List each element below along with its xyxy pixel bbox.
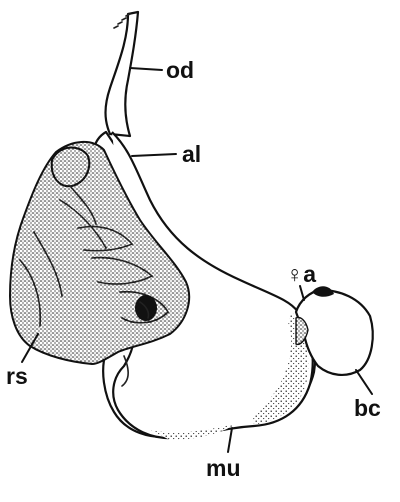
label-female-atrium: ♀a <box>286 261 316 287</box>
label-od: od <box>166 57 194 83</box>
leader-fa <box>300 286 304 300</box>
leader-od <box>130 68 162 70</box>
receptaculum-seminis <box>10 142 189 364</box>
leader-mu <box>228 428 232 452</box>
label-mu: mu <box>206 455 241 481</box>
leader-al <box>132 154 176 156</box>
leader-bc <box>356 370 372 394</box>
label-al: al <box>182 141 201 167</box>
label-rs: rs <box>6 363 28 389</box>
oviduct <box>106 12 139 136</box>
label-bc: bc <box>354 395 381 421</box>
